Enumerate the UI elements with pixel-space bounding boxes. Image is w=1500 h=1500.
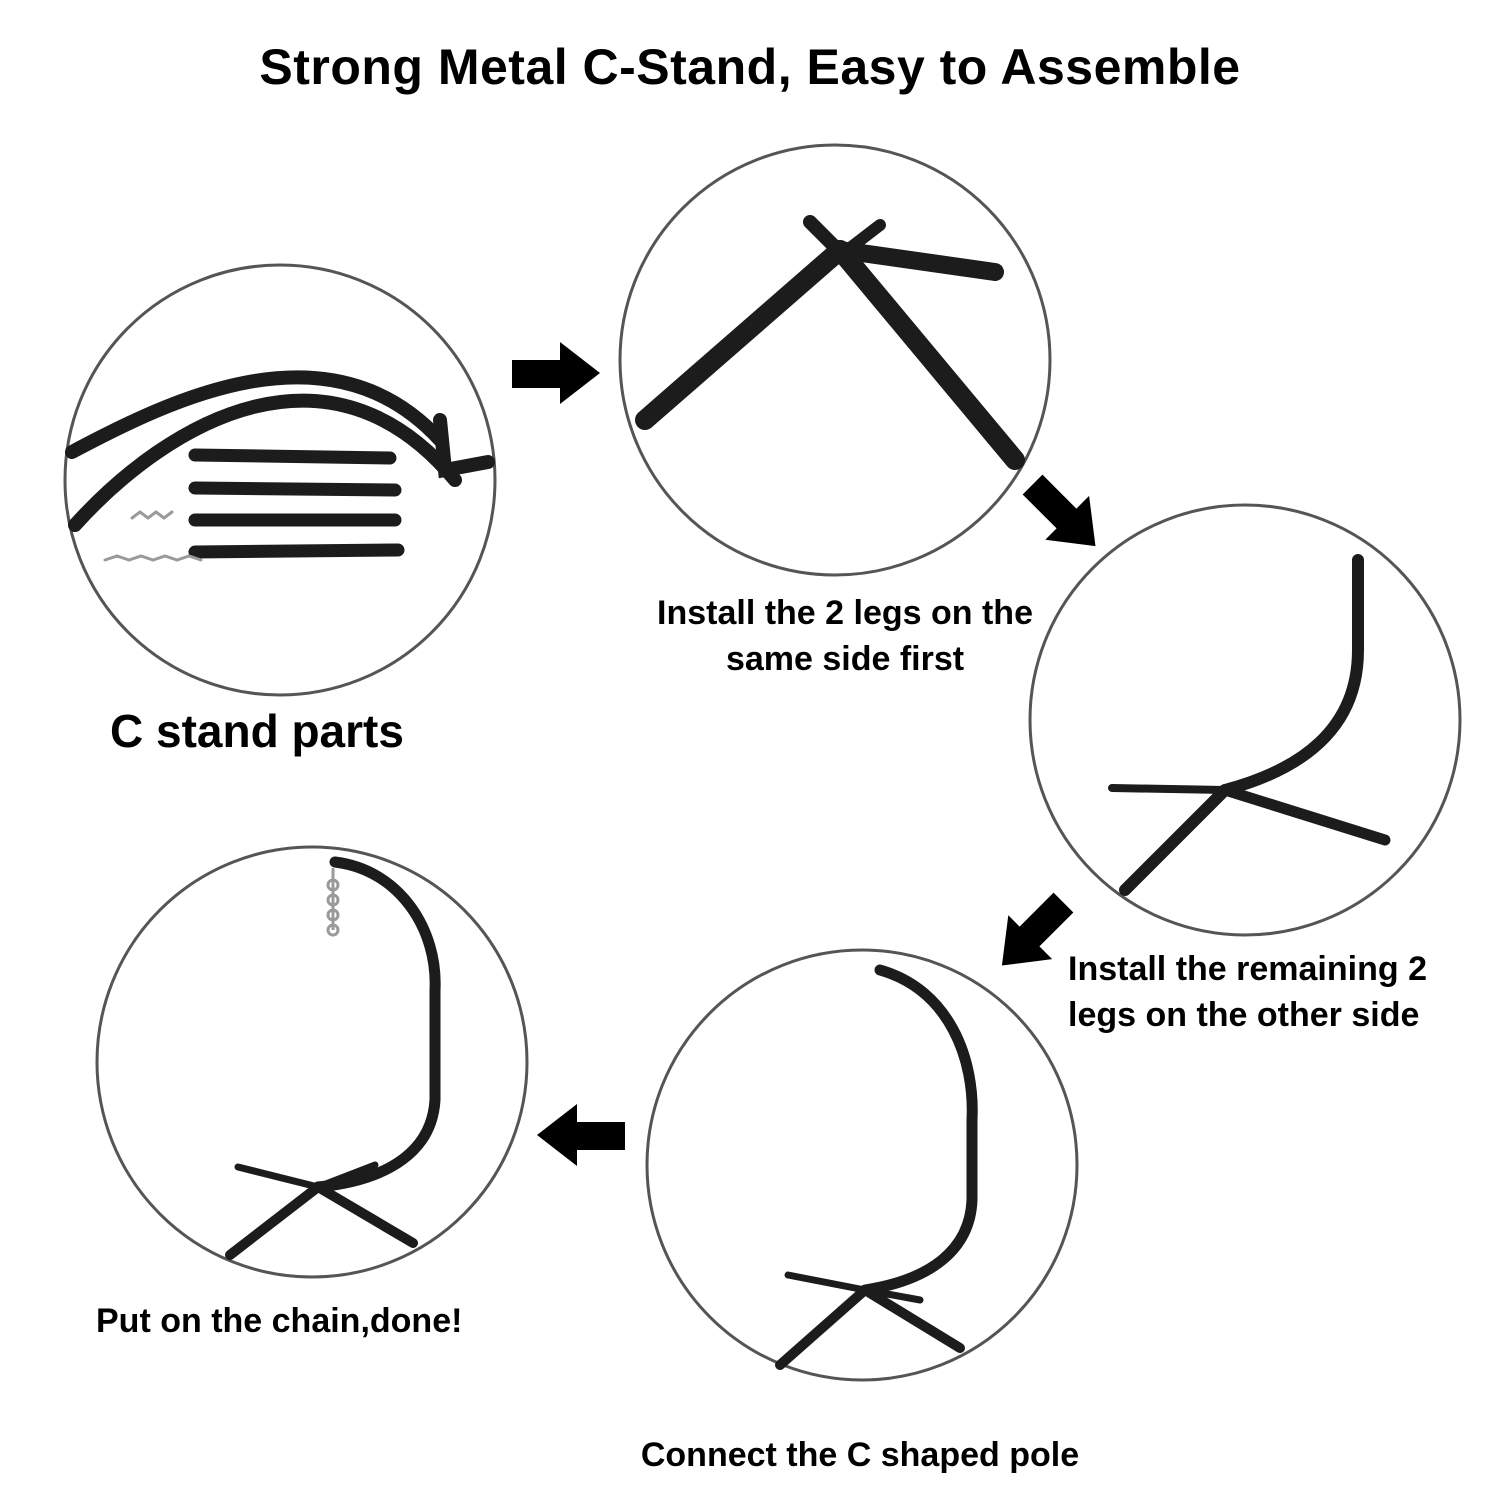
finished-stand-icon [225, 856, 441, 1260]
arrow-right [512, 342, 600, 404]
arrow-down-right [1022, 474, 1096, 547]
step-5-label: Put on the chain,done! [96, 1302, 463, 1340]
step-4-circle [645, 948, 1079, 1382]
step-5-panel [95, 845, 529, 1279]
step-4-panel [645, 948, 1079, 1382]
step-3-panel [1028, 503, 1462, 937]
chain-icon [326, 868, 340, 937]
c-stand-parts-icon [65, 370, 495, 562]
step-3-circle [1028, 503, 1462, 937]
step-2-label: Install the 2 legs on the same side firs… [657, 594, 1033, 678]
page-title: Strong Metal C-Stand, Easy to Assemble [259, 39, 1241, 95]
arrow-icon [512, 342, 1096, 1166]
step-2-circle [618, 143, 1052, 577]
step-1-label: C stand parts [110, 705, 404, 757]
step-2-panel [618, 143, 1052, 577]
step-3-label: Install the remaining 2 legs on the othe… [1068, 950, 1427, 1034]
step-1-circle [63, 263, 497, 697]
arrow-left [537, 1104, 625, 1166]
c-pole-icon [775, 964, 978, 1370]
step-5-circle [95, 845, 529, 1279]
arrow-down-left [1001, 892, 1074, 966]
step-4-label: Connect the C shaped pole [640, 1436, 1080, 1474]
two-legs-icon [635, 215, 1025, 470]
four-legs-icon [1108, 554, 1391, 896]
step-1-panel [63, 263, 497, 697]
